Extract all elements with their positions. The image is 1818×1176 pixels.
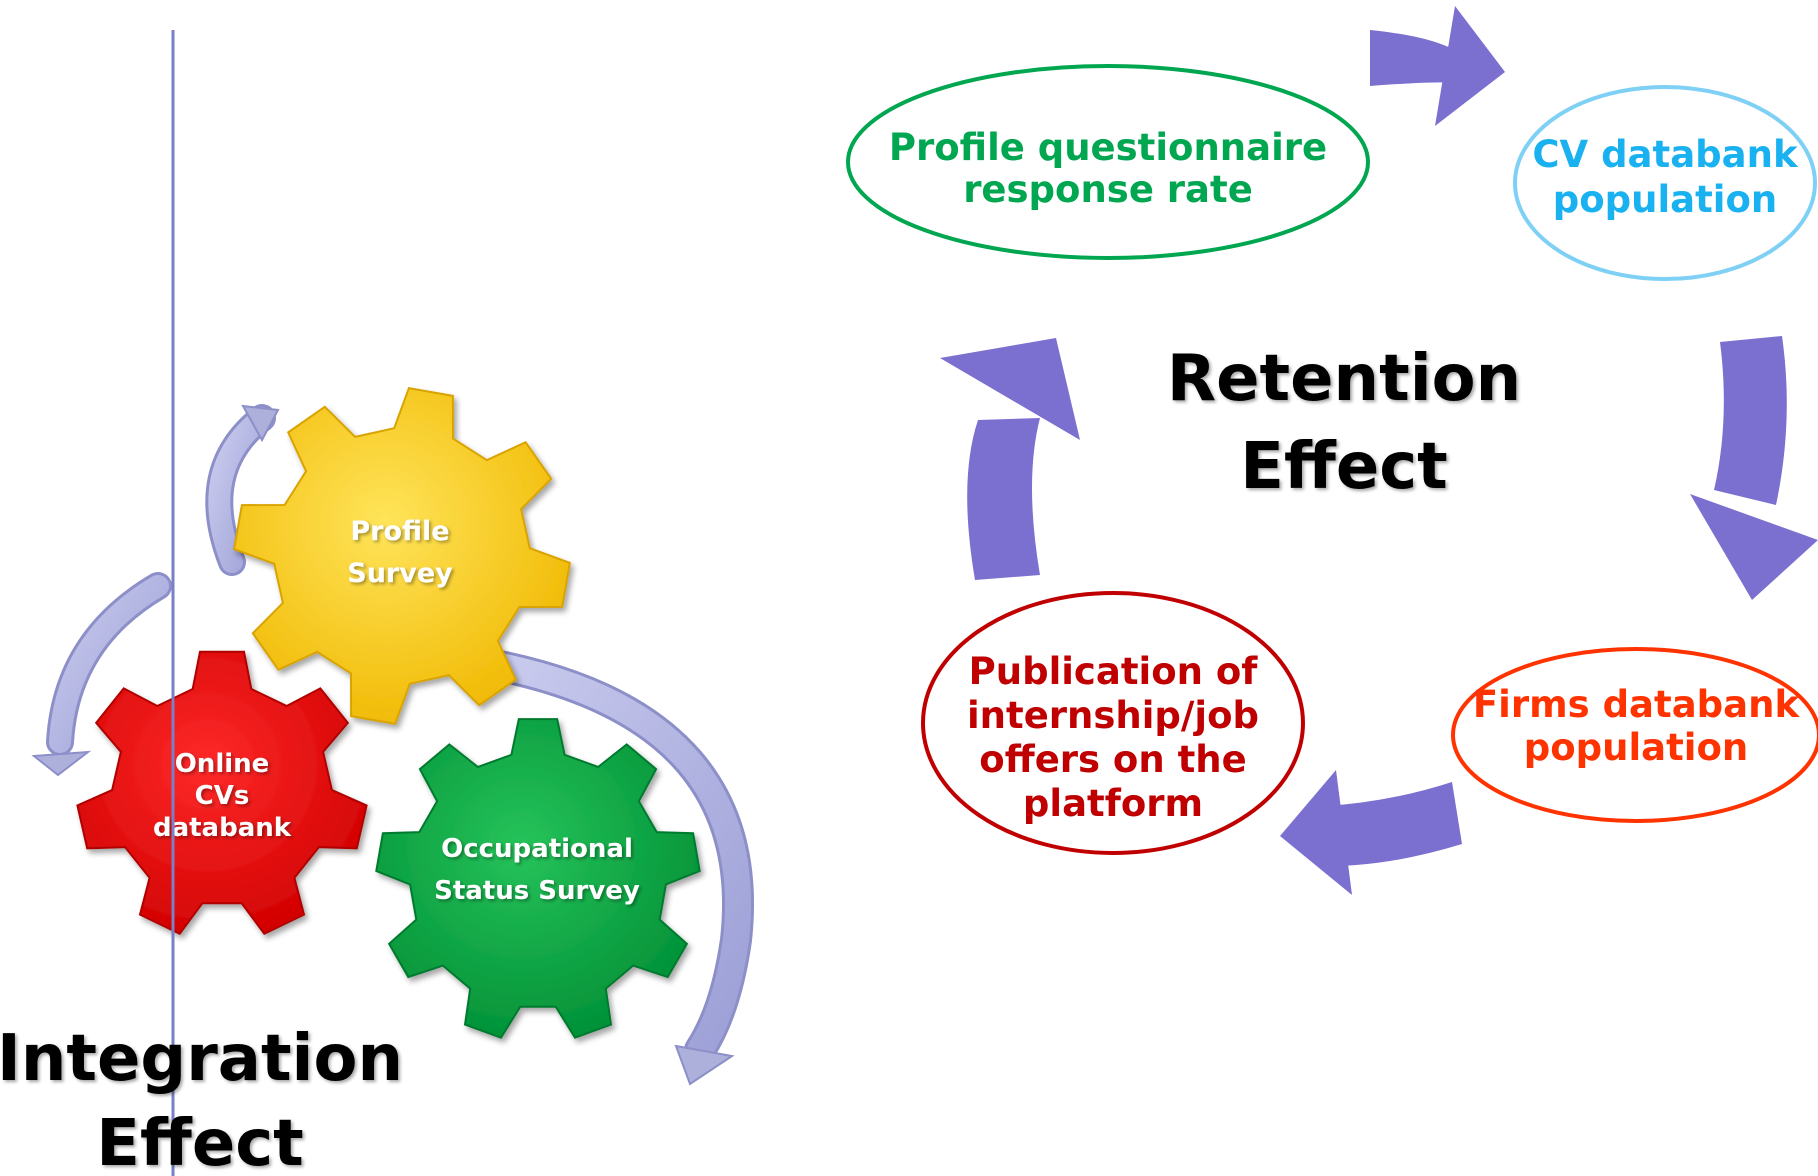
gear-profile-label-line1: Profile xyxy=(350,516,449,547)
node-cv-databank-line2: population xyxy=(1553,178,1778,221)
gear-online-cvs-databank: Online CVs databank xyxy=(76,650,368,935)
gear-occupational-status-survey: Occupational Status Survey xyxy=(375,718,701,1039)
integration-arrow-top xyxy=(205,404,280,576)
node-firms-databank: Firms databank population xyxy=(1451,647,1818,823)
integration-title-line2: Effect xyxy=(96,1107,304,1176)
integration-arrow-left xyxy=(31,572,172,777)
node-profile-questionnaire-line1: Profile questionnaire xyxy=(889,126,1327,169)
gear-green-shape xyxy=(375,718,701,1039)
gear-online-label-line2: CVs xyxy=(195,781,250,811)
gear-occupational-label-line1: Occupational xyxy=(441,834,633,864)
retention-title-line2: Effect xyxy=(1240,430,1448,504)
node-cv-databank-line1: CV databank xyxy=(1532,133,1799,176)
gear-profile-label-line2: Survey xyxy=(347,558,453,589)
node-firms-databank-line2: population xyxy=(1524,726,1749,769)
retention-arrow-bottom xyxy=(1280,770,1462,895)
node-publication-line2: internship/job xyxy=(967,694,1259,737)
gear-online-label-line3: databank xyxy=(153,813,292,843)
retention-title-line1: Retention xyxy=(1167,342,1521,416)
gear-profile-survey: Profile Survey xyxy=(232,386,572,726)
gear-yellow-shape xyxy=(232,386,572,726)
gear-online-label-line1: Online xyxy=(175,749,270,779)
gear-red-shape xyxy=(76,650,368,935)
node-profile-questionnaire-line2: response rate xyxy=(963,168,1253,211)
node-cv-databank: CV databank population xyxy=(1513,85,1817,281)
integration-title-line1: Integration xyxy=(0,1022,403,1096)
retention-arrow-top xyxy=(1370,6,1505,126)
gear-occupational-label-line2: Status Survey xyxy=(434,876,640,906)
retention-arrow-left xyxy=(940,338,1080,580)
integration-arrow-right xyxy=(484,650,755,1086)
node-publication-offers: Publication of internship/job offers on … xyxy=(921,591,1305,855)
retention-arrow-right xyxy=(1690,336,1818,600)
node-publication-line4: platform xyxy=(1023,782,1203,825)
node-publication-line3: offers on the xyxy=(979,738,1246,781)
node-firms-databank-line1: Firms databank xyxy=(1473,683,1801,726)
node-publication-line1: Publication of xyxy=(969,650,1259,693)
node-profile-questionnaire: Profile questionnaire response rate xyxy=(846,64,1370,260)
